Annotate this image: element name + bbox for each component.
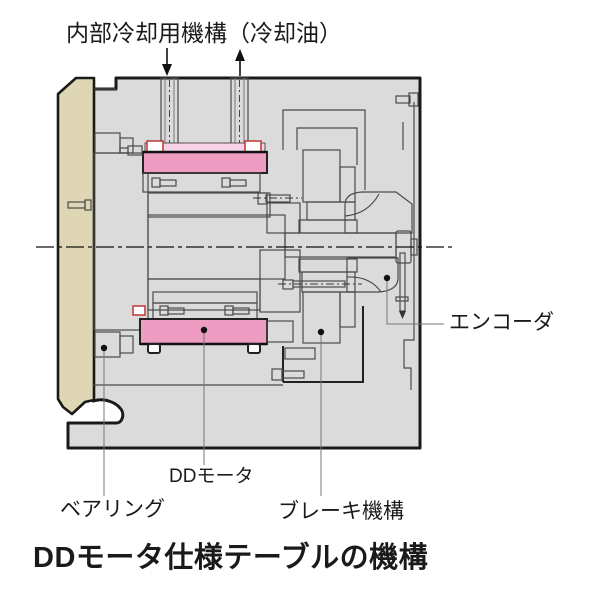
label-dd-motor: DDモータ: [169, 466, 254, 487]
encoder-point-dot: [383, 274, 391, 282]
dd-motor-point-dot: [200, 326, 208, 334]
figure-title: DDモータ仕様テーブルの機構: [33, 542, 429, 574]
label-cooling-mechanism: 内部冷却用機構（冷却油）: [66, 20, 342, 46]
bearing-point-dot: [100, 344, 108, 352]
fastener-bolts: [253, 92, 419, 381]
cooling-arrows: [162, 48, 245, 76]
table-flange: [56, 76, 96, 416]
arrow-down-icon: [162, 64, 172, 76]
label-brake-mechanism: ブレーキ機構: [278, 500, 404, 523]
cooling-pipes: [160, 77, 249, 148]
leader-lines: [100, 274, 444, 496]
encoder-assembly: [344, 191, 413, 319]
brake-point-dot: [317, 328, 325, 336]
arrow-up-icon: [235, 49, 245, 61]
dd-motor-top: [119, 140, 268, 193]
housing-internal-lines: [93, 88, 415, 390]
label-encoder: エンコーダ: [449, 311, 554, 334]
brake-mechanism: [298, 149, 358, 344]
label-bearing: ベアリング: [60, 498, 165, 521]
